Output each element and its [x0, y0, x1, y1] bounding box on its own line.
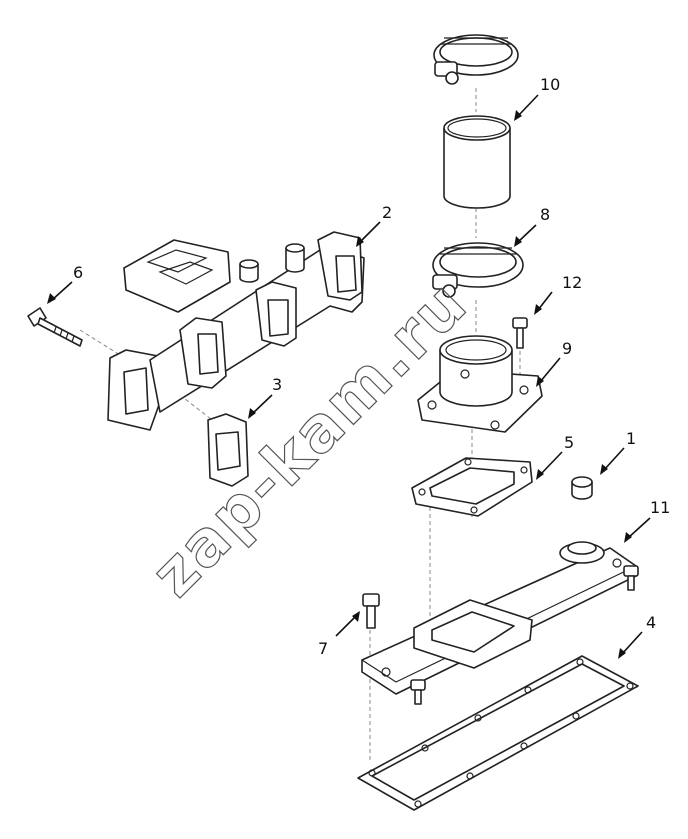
callout-9: 9 — [562, 339, 572, 358]
hose-clamp-middle — [432, 242, 524, 298]
small-bolt-12 — [512, 317, 528, 349]
exhaust-manifold — [107, 231, 365, 431]
callout-12: 12 — [562, 273, 582, 292]
long-gasket — [357, 655, 639, 811]
outlet-flange — [417, 335, 543, 433]
callout-10: 10 — [540, 75, 560, 94]
callout-1: 1 — [626, 429, 636, 448]
callout-labels: 1 2 3 4 5 6 7 8 9 10 11 12 — [73, 75, 670, 658]
callout-7: 7 — [318, 639, 328, 658]
callout-3: 3 — [272, 375, 282, 394]
callout-leaders — [47, 94, 651, 659]
callout-6: 6 — [73, 263, 83, 282]
callout-4: 4 — [646, 613, 656, 632]
callout-5: 5 — [564, 433, 574, 452]
cap-nut — [571, 476, 593, 500]
callout-8: 8 — [540, 205, 550, 224]
hose-clamp-top — [433, 34, 519, 85]
long-bolt-6 — [27, 307, 83, 347]
bolt-7 — [362, 593, 380, 629]
sleeve-tube — [443, 115, 511, 209]
flange-gasket — [411, 457, 533, 517]
manifold-gasket — [207, 413, 249, 487]
cover-plate — [361, 541, 639, 705]
callout-2: 2 — [382, 203, 392, 222]
callout-11: 11 — [650, 498, 670, 517]
